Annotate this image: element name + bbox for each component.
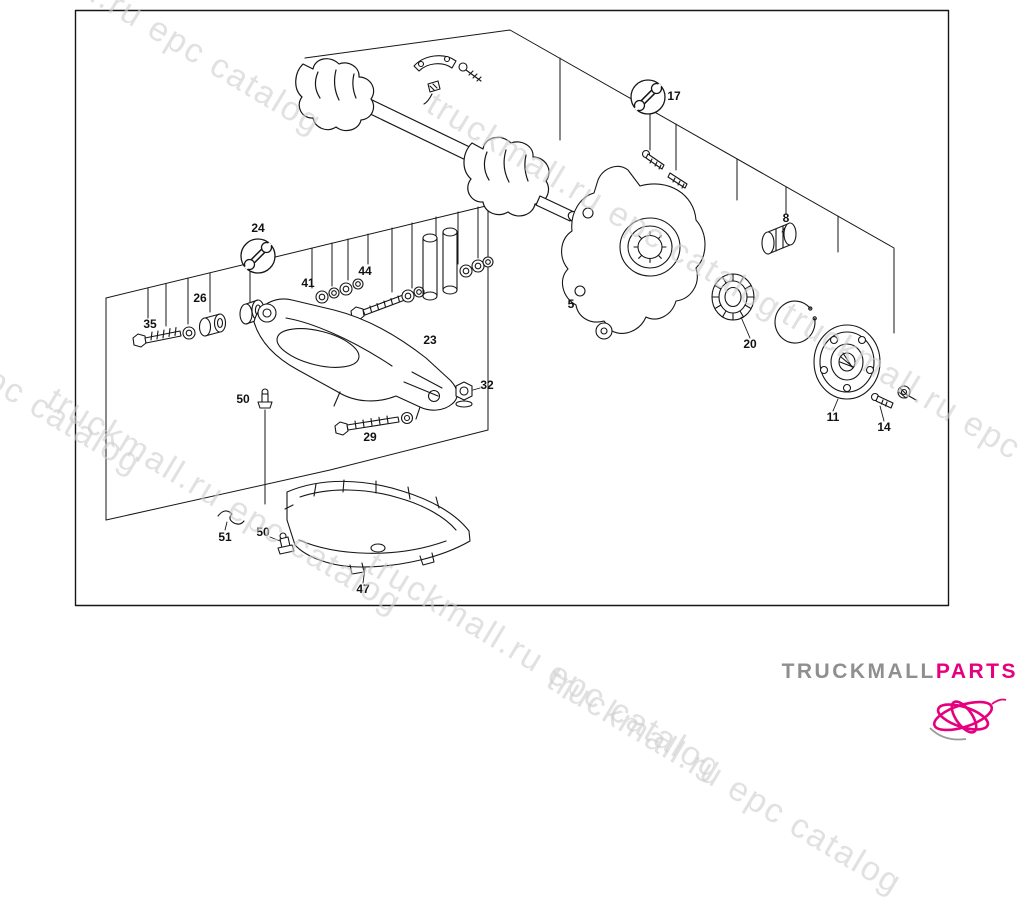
wrench-symbol-icon bbox=[240, 238, 276, 274]
label-leader-lines bbox=[224, 225, 885, 584]
part-label-20: 20 bbox=[743, 337, 757, 351]
snap-ring-end bbox=[812, 316, 817, 321]
brand-name-accent: PARTS bbox=[935, 660, 1018, 683]
axle-shaft-assembly bbox=[295, 58, 583, 224]
snap-ring-end bbox=[808, 306, 813, 311]
part-label-32: 32 bbox=[480, 378, 494, 392]
part-label-8: 8 bbox=[783, 211, 790, 225]
washers-41 bbox=[315, 287, 340, 304]
grease-fitting-upper bbox=[257, 388, 273, 409]
part-label-50b: 50 bbox=[256, 525, 270, 539]
bolt-29 bbox=[334, 411, 414, 436]
brand-name-primary: TRUCKMALL bbox=[781, 660, 936, 683]
part-label-26: 26 bbox=[193, 291, 207, 305]
spacer-sleeves bbox=[422, 227, 494, 301]
part-label-51: 51 bbox=[218, 530, 232, 544]
knuckle-bolts bbox=[641, 149, 688, 189]
steering-knuckle bbox=[561, 165, 706, 340]
part-label-14: 14 bbox=[877, 420, 891, 434]
part-label-24: 24 bbox=[251, 221, 265, 235]
wheel-bearing bbox=[711, 273, 755, 321]
part-label-17: 17 bbox=[667, 89, 681, 103]
part-label-5: 5 bbox=[568, 297, 575, 311]
plug-8 bbox=[761, 222, 797, 255]
screws-14 bbox=[870, 385, 917, 409]
part-label-47: 47 bbox=[356, 582, 370, 596]
nut-32 bbox=[455, 381, 473, 408]
camber-bolt bbox=[350, 286, 425, 321]
bolt-35 bbox=[132, 326, 196, 348]
part-label-11: 11 bbox=[827, 410, 840, 424]
control-arm bbox=[253, 298, 458, 420]
retainer-bracket bbox=[413, 55, 482, 105]
logo-swirl-icon bbox=[929, 698, 1007, 741]
bushing-26 bbox=[198, 313, 227, 337]
brand-logo: TRUCKMALLPARTS bbox=[782, 660, 1018, 748]
spring-clip bbox=[217, 510, 245, 525]
part-label-50: 50 bbox=[236, 392, 250, 406]
grease-fitting-lower bbox=[277, 532, 295, 555]
part-label-44: 44 bbox=[358, 264, 372, 278]
part-label-35: 35 bbox=[143, 317, 157, 331]
cv-boot-left bbox=[295, 58, 375, 132]
under-cover bbox=[284, 479, 471, 575]
snap-ring bbox=[774, 300, 816, 344]
washers-44 bbox=[339, 278, 364, 296]
part-label-23: 23 bbox=[423, 333, 437, 347]
part-label-41: 41 bbox=[301, 276, 315, 290]
bracket-bolt bbox=[458, 62, 482, 82]
wheel-hub bbox=[813, 324, 881, 400]
wrench-symbol-icon bbox=[630, 79, 666, 115]
part-label-29: 29 bbox=[363, 430, 377, 444]
construction-lines bbox=[105, 29, 895, 521]
exploded-parts-diagram: 17 24 35 26 41 44 23 5 8 20 11 14 32 29 … bbox=[74, 9, 950, 607]
diagram-frame bbox=[74, 9, 950, 607]
